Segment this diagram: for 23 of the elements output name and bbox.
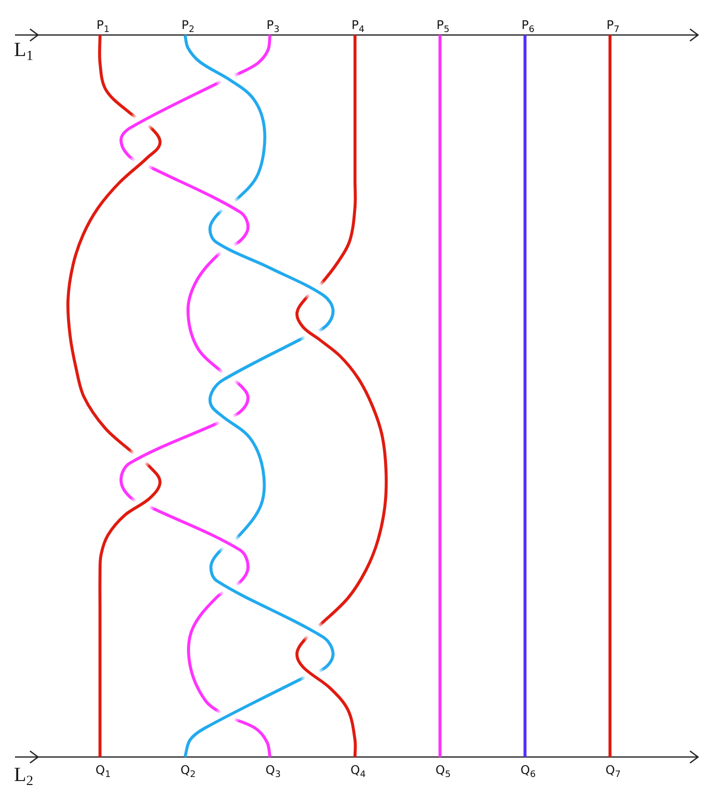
point-label: P$_{2}$ [182,18,194,32]
point-label: P$_{1}$ [96,18,110,32]
point-label: Q$_{4}$ [350,763,366,777]
point-label: P$_{7}$ [606,18,620,32]
braid-strand [608,35,612,757]
line-label: L$_{2}$ [14,764,34,786]
braid-strand [184,34,334,758]
braid-strand [66,34,162,757]
braid-strand [296,35,388,758]
point-label: P$_{6}$ [522,18,534,32]
point-label: Q$_{2}$ [180,763,196,777]
point-label: Q$_{7}$ [606,763,621,777]
point-label: P$_{4}$ [352,18,364,32]
braid-strand [438,35,442,757]
line-label: L$_{1}$ [14,39,34,61]
point-label: P$_{5}$ [436,18,450,32]
braid-strand [120,34,272,758]
point-label: Q$_{6}$ [520,763,536,777]
point-label: Q$_{3}$ [266,763,281,777]
point-label: P$_{3}$ [266,18,280,32]
point-label: Q$_{1}$ [96,763,111,777]
point-label: Q$_{5}$ [436,763,451,777]
braid-strand [524,35,526,757]
